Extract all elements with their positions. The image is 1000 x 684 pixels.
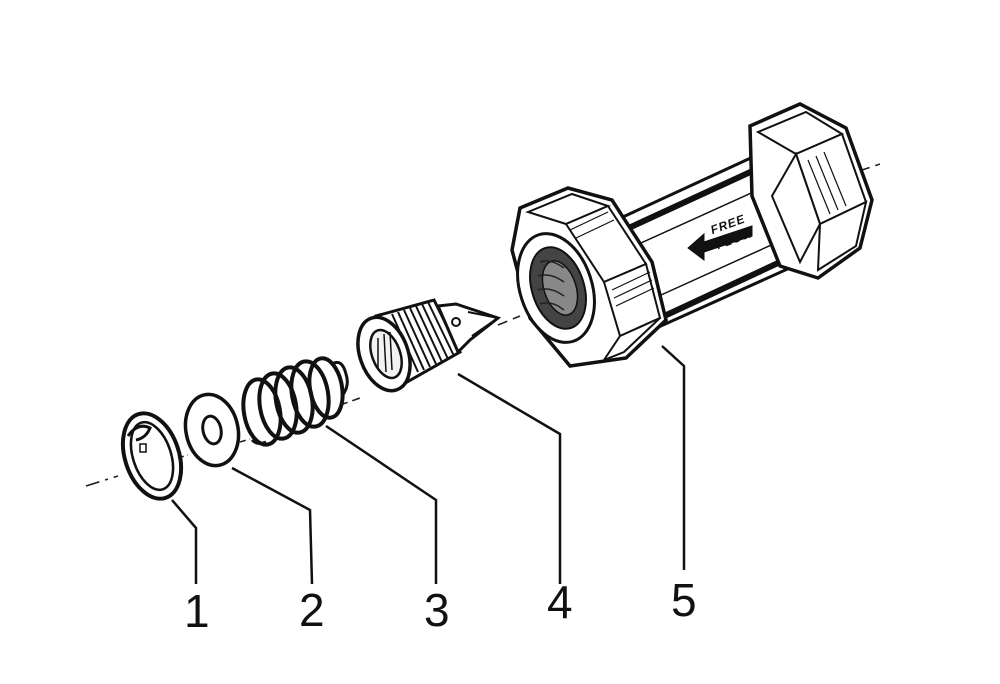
part-2-washer	[183, 392, 241, 468]
part-label-5: 5	[671, 574, 697, 626]
part-3-spring	[241, 356, 349, 447]
part-label-4: 4	[547, 576, 573, 628]
leader-lines	[171, 345, 686, 585]
part-labels: 1 2 3 4 5	[184, 574, 697, 637]
part-5-valve-body	[510, 102, 874, 368]
part-label-2: 2	[299, 584, 325, 636]
part-label-1: 1	[184, 585, 210, 637]
part-4-poppet	[356, 298, 502, 393]
part-1-retaining-ring	[120, 411, 184, 501]
part-label-3: 3	[424, 584, 450, 636]
